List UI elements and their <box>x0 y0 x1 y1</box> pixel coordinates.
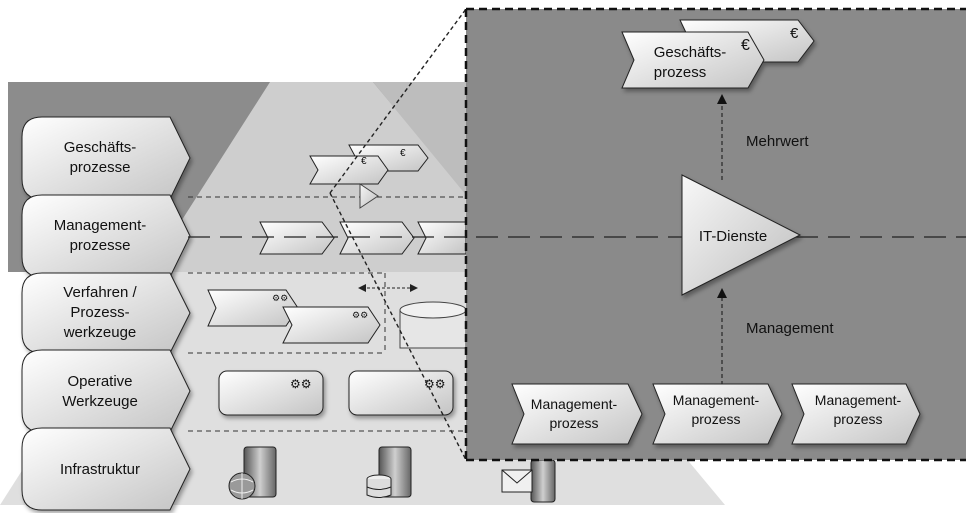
layer-tabs <box>21 116 191 511</box>
euro-symbol: € <box>790 25 799 42</box>
euro-symbol: € <box>741 37 750 54</box>
layer-tab-business-processes <box>21 116 191 200</box>
layer-label-line: Geschäfts- <box>64 139 137 156</box>
gears-icon: ⚙⚙ <box>290 377 312 391</box>
layer-tab-infrastructure <box>21 427 191 511</box>
cylinder-shape <box>399 301 467 349</box>
layer-label-line: Management- <box>54 217 147 234</box>
layer-label-line: Prozess- <box>70 304 129 321</box>
gears-icon: ⚙⚙ <box>424 377 446 391</box>
database-server-icon <box>366 446 412 498</box>
business-process-label: prozess <box>654 64 707 81</box>
layer-label-line: prozesse <box>70 237 131 254</box>
layer-label-line: Operative <box>67 373 132 390</box>
management-process-label: Management- <box>531 396 618 412</box>
gears-icon: ⚙⚙ <box>352 310 368 320</box>
business-process-label: Geschäfts- <box>654 44 727 61</box>
layer-tab-management-processes <box>21 194 191 278</box>
management-process-label: prozess <box>833 411 882 427</box>
globe-server-icon <box>228 446 277 500</box>
it-services-triangle <box>681 174 802 296</box>
it-services-label: IT-Dienste <box>699 228 767 245</box>
management-process-label: Management- <box>815 392 902 408</box>
management-process-label: Management- <box>673 392 760 408</box>
layer-label-line: Werkzeuge <box>62 393 138 410</box>
small-business-process-chevrons: € € <box>309 144 429 209</box>
layer-label-line: Infrastruktur <box>60 461 140 478</box>
management-process-label: prozess <box>549 415 598 431</box>
gears-icon: ⚙⚙ <box>272 293 288 303</box>
business-process-chevron <box>621 19 815 89</box>
euro-symbol: € <box>361 156 367 167</box>
mail-server-icon <box>501 459 556 503</box>
layer-tab-operative-tools <box>21 349 191 433</box>
procedure-chevrons: ⚙⚙ ⚙⚙ <box>207 289 381 344</box>
layer-label-line: prozesse <box>70 159 131 176</box>
layer-tab-procedures <box>21 272 191 354</box>
small-management-chevrons <box>259 221 467 255</box>
management-process-chevrons <box>511 383 921 445</box>
management-process-label: prozess <box>691 411 740 427</box>
management-label: Management <box>746 320 834 337</box>
euro-symbol: € <box>400 148 406 159</box>
small-service-triangle <box>359 183 379 209</box>
layer-label-line: Verfahren / <box>63 284 137 301</box>
layer-separators <box>188 196 466 432</box>
value-label: Mehrwert <box>746 133 809 150</box>
layer-label-line: werkzeuge <box>63 324 137 341</box>
